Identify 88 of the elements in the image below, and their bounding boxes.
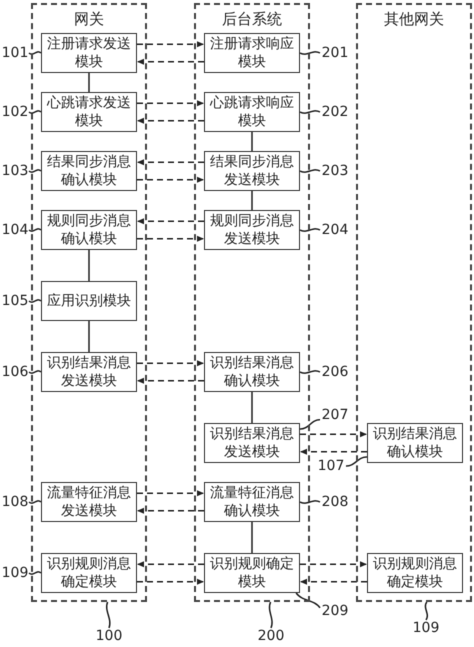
connector-line	[251, 132, 253, 151]
module-box: 心跳请求发送模块	[41, 92, 137, 132]
dashed-group-frame	[31, 3, 147, 602]
module-box: 结果同步消息发送模块	[204, 151, 300, 191]
group-heading: 其他网关	[384, 9, 444, 29]
leader-line	[346, 456, 368, 467]
arrow	[137, 218, 204, 224]
callout-number: 203	[320, 163, 350, 179]
module-box: 识别结果消息确认模块	[204, 352, 300, 392]
module-box: 识别规则消息确定模块	[41, 553, 137, 593]
module-box: 规则同步消息发送模块	[204, 210, 300, 250]
leader-line	[300, 228, 320, 232]
callout-number: 100	[94, 628, 124, 644]
module-box: 结果同步消息确认模块	[41, 151, 137, 191]
leader-line	[28, 51, 42, 55]
leader-line	[300, 169, 320, 173]
dashed-group-frame	[356, 3, 472, 602]
leader-line	[28, 299, 42, 303]
group-heading: 网关	[74, 9, 104, 29]
callout-number: 102	[1, 104, 29, 120]
arrow	[300, 561, 367, 568]
callout-number: 107	[316, 458, 346, 474]
connector-line	[251, 522, 253, 553]
module-box: 识别规则消息确定模块	[367, 553, 463, 593]
leader-line	[300, 370, 320, 374]
module-box: 流量特征消息确认模块	[204, 482, 300, 522]
leader-line	[28, 370, 42, 374]
arrow	[137, 176, 204, 183]
leader-line	[268, 602, 273, 628]
arrow	[137, 100, 204, 106]
callout-number: 106	[1, 364, 29, 380]
arrow	[137, 508, 204, 514]
leader-line	[106, 602, 111, 628]
arrow	[300, 448, 367, 455]
callout-number: 204	[320, 222, 350, 238]
leader-line	[28, 110, 42, 114]
arrow	[137, 378, 204, 384]
callout-number: 104	[1, 222, 29, 238]
arrow	[300, 431, 367, 438]
callout-number: 103	[1, 163, 29, 179]
connector-line	[88, 250, 90, 281]
callout-number: 201	[320, 45, 350, 61]
connector-line	[251, 191, 253, 210]
arrow	[137, 159, 204, 166]
arrow	[137, 118, 204, 124]
module-box: 心跳请求响应模块	[204, 92, 300, 132]
connector-line	[88, 73, 90, 92]
leader-line	[424, 602, 428, 620]
leader-line	[28, 571, 42, 575]
group-heading: 后台系统	[222, 9, 282, 29]
arrow	[137, 41, 204, 48]
arrow	[137, 360, 204, 366]
arrow	[300, 578, 367, 585]
connector-line	[251, 392, 253, 423]
arrow	[137, 58, 204, 65]
callout-number: 208	[320, 494, 350, 510]
module-box: 流量特征消息发送模块	[41, 482, 137, 522]
module-box: 规则同步消息确认模块	[41, 210, 137, 250]
callout-number: 109	[1, 565, 29, 581]
leader-line	[28, 228, 42, 232]
leader-line	[28, 169, 42, 173]
callout-number: 206	[320, 364, 350, 380]
arrow	[137, 236, 204, 242]
callout-number: 207	[320, 407, 350, 423]
leader-line	[300, 500, 320, 504]
module-box: 注册请求发送模块	[41, 33, 137, 73]
callout-number: 200	[256, 628, 286, 644]
callout-number: 108	[1, 494, 29, 510]
leader-line	[28, 500, 42, 504]
module-box: 注册请求响应模块	[204, 33, 300, 73]
module-box: 识别结果消息确认模块	[367, 423, 463, 463]
module-box: 识别结果消息发送模块	[204, 423, 300, 463]
callout-number: 109	[411, 620, 441, 636]
arrow	[137, 490, 204, 496]
callout-number: 101	[1, 45, 29, 61]
leader-line	[300, 51, 320, 55]
callout-number: 202	[320, 104, 350, 120]
callout-number: 105	[1, 293, 29, 309]
leader-line	[300, 110, 320, 114]
arrow	[137, 561, 204, 568]
module-box: 识别结果消息发送模块	[41, 352, 137, 392]
connector-line	[88, 321, 90, 352]
callout-number: 209	[320, 603, 350, 619]
arrow	[137, 578, 204, 585]
module-box: 应用识别模块	[41, 281, 137, 321]
leader-line	[300, 419, 320, 430]
module-box: 识别规则确定模块	[204, 553, 300, 593]
dashed-group-frame	[194, 3, 310, 602]
